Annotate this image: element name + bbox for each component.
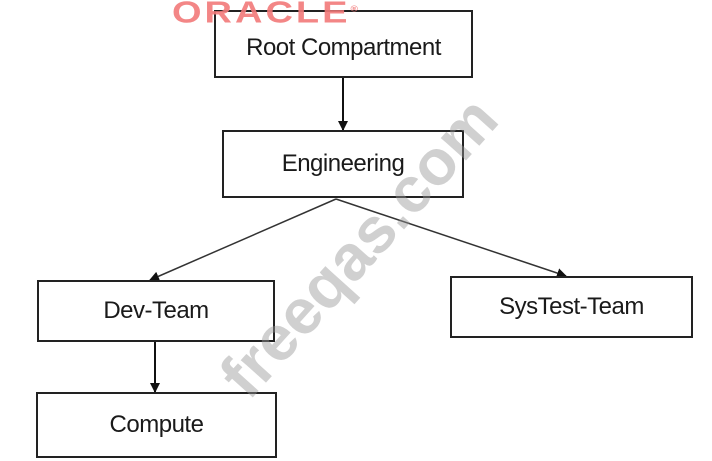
node-dev-team: Dev-Team bbox=[37, 280, 275, 342]
node-label: SysTest-Team bbox=[499, 293, 644, 320]
registered-mark: ® bbox=[350, 5, 361, 14]
node-label: Engineering bbox=[281, 150, 405, 177]
logo-text: ORACLE bbox=[172, 0, 351, 30]
node-label: Compute bbox=[109, 411, 204, 438]
node-label: Dev-Team bbox=[103, 297, 209, 324]
node-label: Root Compartment bbox=[246, 34, 441, 61]
node-root-compartment: Root Compartment bbox=[214, 10, 473, 78]
arrow-engineering-to-systest-team bbox=[335, 198, 567, 278]
arrow-engineering-to-dev-team bbox=[149, 198, 337, 281]
node-compute: Compute bbox=[36, 392, 277, 458]
node-engineering: Engineering bbox=[222, 130, 464, 198]
oracle-logo: ORACLE® bbox=[172, 0, 361, 30]
node-systest-team: SysTest-Team bbox=[450, 276, 693, 338]
